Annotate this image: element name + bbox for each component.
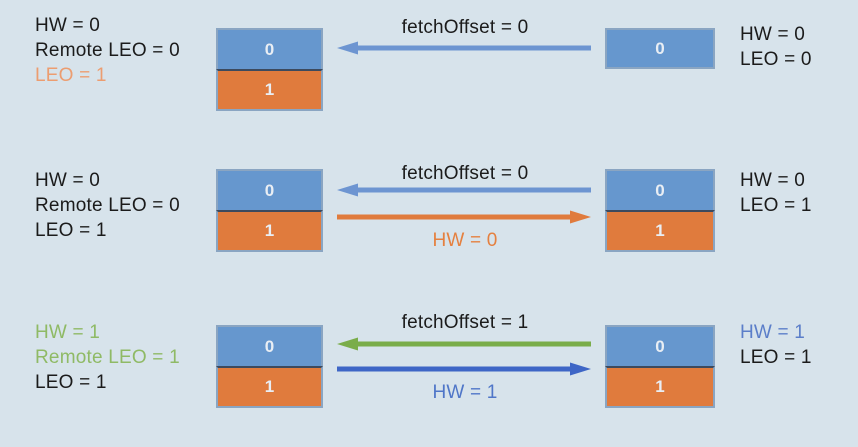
- log-segment-offset-1: 1: [216, 210, 323, 252]
- log-segment-offset-0: 0: [605, 28, 715, 69]
- log-segment-offset-1: 1: [605, 366, 715, 408]
- hw-update-arrow: [337, 210, 591, 224]
- replication-step-2: HW = 0 Remote LEO = 0 LEO = 1 0 1 fetchO…: [0, 148, 858, 300]
- replication-step-1: HW = 0 Remote LEO = 0 LEO = 1 0 1 fetchO…: [0, 0, 858, 148]
- follower-hw-label: HW = 0: [740, 170, 806, 191]
- fetch-request-arrow: [337, 183, 591, 197]
- fetch-request-arrow: [337, 41, 591, 55]
- follower-state-labels: HW = 0 LEO = 1: [740, 168, 812, 218]
- log-segment-offset-0: 0: [605, 169, 715, 210]
- follower-leo-label: LEO = 0: [740, 49, 812, 70]
- log-segment-offset-0: 0: [216, 325, 323, 366]
- leader-hw-label: HW = 0: [35, 170, 101, 191]
- leader-leo-label: LEO = 1: [35, 220, 107, 241]
- follower-hw-label: HW = 0: [740, 24, 806, 45]
- follower-state-labels: HW = 0 LEO = 0: [740, 22, 812, 72]
- hw-update-arrow: [337, 362, 591, 376]
- fetch-offset-label: fetchOffset = 1: [401, 312, 529, 333]
- log-segment-offset-1: 1: [216, 366, 323, 408]
- fetch-request-arrow: [337, 337, 591, 351]
- log-segment-offset-0: 0: [216, 28, 323, 69]
- leader-log: 0 1: [216, 28, 323, 111]
- leader-remote-leo-label: Remote LEO = 0: [35, 40, 180, 61]
- fetch-offset-label: fetchOffset = 0: [401, 17, 529, 38]
- follower-log: 0 1: [605, 325, 715, 408]
- leader-log: 0 1: [216, 169, 323, 252]
- hw-update-label: HW = 0: [432, 230, 498, 251]
- leader-hw-label: HW = 0: [35, 15, 101, 36]
- follower-hw-label: HW = 1: [740, 322, 806, 343]
- replication-step-3: HW = 1 Remote LEO = 1 LEO = 1 0 1 fetchO…: [0, 300, 858, 447]
- leader-leo-label: LEO = 1: [35, 65, 107, 86]
- hw-update-label: HW = 1: [432, 382, 498, 403]
- log-segment-offset-0: 0: [216, 169, 323, 210]
- leader-state-labels: HW = 0 Remote LEO = 0 LEO = 1: [35, 13, 180, 88]
- log-segment-offset-0: 0: [605, 325, 715, 366]
- log-segment-offset-1: 1: [216, 69, 323, 111]
- leader-state-labels: HW = 0 Remote LEO = 0 LEO = 1: [35, 168, 180, 243]
- follower-leo-label: LEO = 1: [740, 347, 812, 368]
- leader-state-labels: HW = 1 Remote LEO = 1 LEO = 1: [35, 320, 180, 395]
- log-segment-offset-1: 1: [605, 210, 715, 252]
- leader-remote-leo-label: Remote LEO = 0: [35, 195, 180, 216]
- follower-leo-label: LEO = 1: [740, 195, 812, 216]
- leader-log: 0 1: [216, 325, 323, 408]
- leader-hw-label: HW = 1: [35, 322, 101, 343]
- leader-remote-leo-label: Remote LEO = 1: [35, 347, 180, 368]
- fetch-offset-label: fetchOffset = 0: [401, 163, 529, 184]
- follower-state-labels: HW = 1 LEO = 1: [740, 320, 812, 370]
- leader-leo-label: LEO = 1: [35, 372, 107, 393]
- follower-log: 0: [605, 28, 715, 69]
- follower-log: 0 1: [605, 169, 715, 252]
